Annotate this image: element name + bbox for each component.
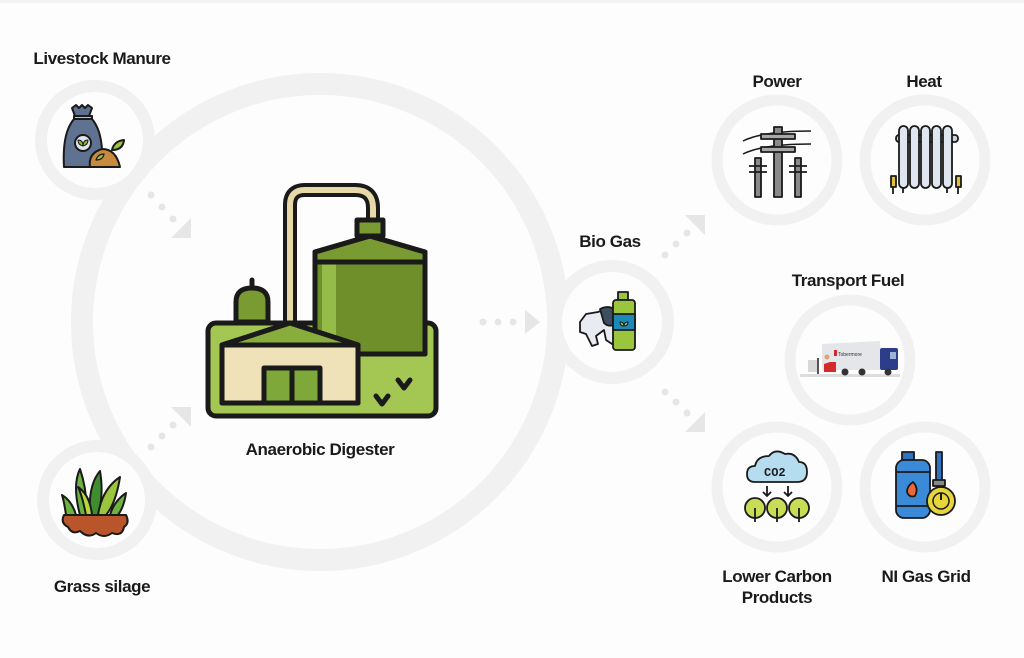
grass-silage-label: Grass silage	[53, 577, 151, 596]
grass-icon	[61, 468, 129, 537]
arrow-grass-to-digester	[147, 407, 191, 451]
co2-trees-icon: CO2	[744, 450, 810, 522]
arrow-biogas-to-power	[661, 215, 705, 259]
heat-label: Heat	[906, 72, 942, 91]
livestock-manure-label: Livestock Manure	[33, 49, 171, 68]
truck-brand-text: Tobermore	[838, 352, 862, 358]
ni-gas-grid-label: NI Gas Grid	[881, 567, 971, 586]
fertilizer-bag-icon	[62, 104, 125, 168]
arrow-digester-to-biogas	[479, 310, 540, 334]
power-label: Power	[752, 72, 802, 91]
arrow-livestock-to-digester	[147, 191, 191, 238]
gas-meter-icon	[895, 451, 956, 519]
lower-carbon-label-line1: Lower Carbon	[722, 567, 832, 586]
arrow-biogas-to-carbon	[661, 388, 705, 432]
radiator-icon	[890, 125, 962, 194]
bio-gas-label: Bio Gas	[579, 232, 641, 251]
co2-text: CO2	[764, 466, 786, 480]
carbon-ring	[711, 421, 843, 553]
power-lines-icon	[742, 126, 812, 198]
cow-gas-cylinder-icon	[579, 291, 636, 351]
anaerobic-digester-label: Anaerobic Digester	[245, 440, 395, 459]
top-border	[0, 0, 1024, 3]
transport-fuel-label: Transport Fuel	[791, 271, 905, 290]
lower-carbon-label-line2: Products	[741, 588, 813, 607]
digester-plant-icon	[205, 183, 439, 419]
truck-icon: Tobermore	[800, 341, 900, 377]
